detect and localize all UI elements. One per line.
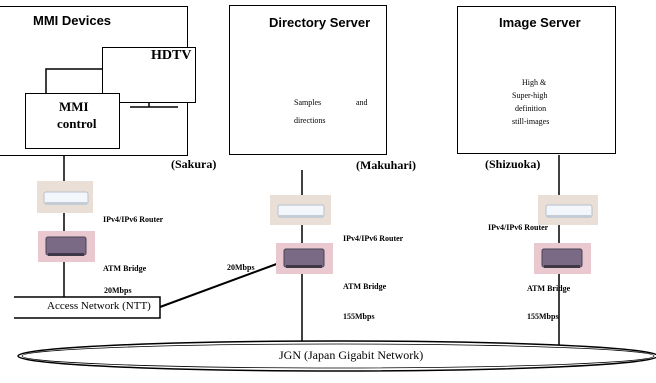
makuhari-router-icon — [270, 195, 331, 225]
sakura-speed-label: 20Mbps — [104, 286, 132, 295]
jgn-label: JGN (Japan Gigabit Network) — [279, 348, 424, 362]
makuhari-router-label: IPv4/IPv6 Router — [343, 234, 404, 243]
access-to-makuhari-link — [159, 261, 283, 308]
directory-server-title: Directory Server — [269, 15, 371, 30]
image-db-label-2: Super-high — [512, 91, 548, 100]
sakura-router-label: IPv4/IPv6 Router — [103, 215, 164, 224]
hdtv-stand — [130, 102, 178, 108]
shizuoka-router-label: IPv4/IPv6 Router — [488, 223, 549, 232]
directory-db-label-3: directions — [294, 116, 326, 125]
mmi-devices-title: MMI Devices — [33, 13, 112, 28]
makuhari-bridge-icon — [276, 243, 333, 274]
access-link-speed-label: 20Mbps — [227, 263, 255, 272]
access-network-box — [14, 296, 161, 319]
sakura-bridge-icon — [38, 231, 95, 262]
makuhari-site-label: (Makuhari) — [356, 158, 416, 172]
jgn-ellipse — [17, 340, 656, 372]
image-db-label-4: still-images — [512, 117, 550, 126]
shizuoka-router-icon — [538, 195, 598, 225]
hdtv-label: HDTV — [151, 48, 192, 63]
shizuoka-speed-label: 155Mbps — [527, 312, 559, 321]
image-db-label-1: High & — [522, 78, 547, 87]
mmi-control-device — [25, 93, 120, 149]
shizuoka-bridge-icon — [534, 243, 591, 274]
image-db-label-3: definition — [515, 104, 547, 113]
image-server-panel — [457, 6, 616, 154]
access-network-label: Access Network (NTT) — [47, 300, 151, 312]
directory-db-label-2: and — [356, 98, 368, 107]
image-server-title: Image Server — [499, 15, 581, 30]
shizuoka-site-label: (Shizuoka) — [485, 157, 541, 171]
makuhari-bridge-label: ATM Bridge — [343, 282, 387, 291]
mmi-control-label-2: control — [57, 116, 97, 131]
makuhari-speed-label: 155Mbps — [343, 312, 375, 321]
directory-db-label-1: Samples — [294, 98, 322, 107]
control-cable — [45, 68, 102, 96]
sakura-router-icon — [37, 181, 93, 213]
sakura-bridge-label: ATM Bridge — [103, 264, 147, 273]
jgn-inner-ellipse — [21, 343, 655, 369]
sakura-site-label: (Sakura) — [171, 157, 217, 171]
directory-server-panel — [229, 5, 387, 155]
mmi-control-label-1: MMI — [59, 99, 89, 114]
shizuoka-bridge-label: ATM Bridge — [527, 284, 571, 293]
